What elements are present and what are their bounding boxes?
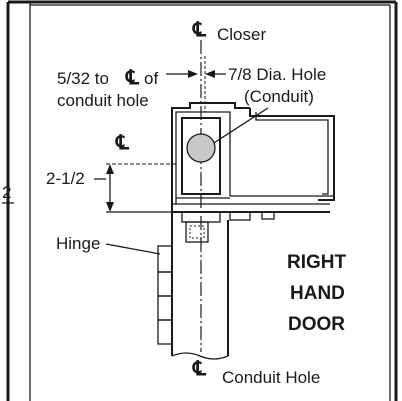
stop-tab-right bbox=[261, 211, 275, 220]
hole-leader-line bbox=[205, 107, 269, 149]
conduit-hole-circle bbox=[186, 133, 216, 163]
side-mark: 2 bbox=[2, 183, 11, 202]
stop-tab-left bbox=[229, 211, 251, 221]
conduit-hole-label: Conduit Hole bbox=[222, 368, 320, 387]
header-outer-profile bbox=[171, 102, 250, 212]
door-label-right: RIGHT bbox=[287, 252, 347, 273]
hinge-knuckle-4 bbox=[157, 319, 173, 345]
hinge-label: Hinge bbox=[56, 234, 100, 253]
offset-label-line2: conduit hole bbox=[57, 91, 149, 110]
offset-arrowhead-left bbox=[188, 70, 198, 78]
hole-label-line1: 7/8 Dia. Hole bbox=[228, 65, 326, 84]
door-leaf-break bbox=[171, 352, 229, 360]
offset-arrowhead-right bbox=[205, 70, 215, 78]
hinge-knuckle-2 bbox=[157, 271, 173, 297]
offset-label-prefix: 5/32 to bbox=[57, 69, 109, 88]
dimension-centerline-symbol: ℄ bbox=[115, 130, 130, 154]
closer-label: Closer bbox=[217, 25, 266, 44]
door-label-door: DOOR bbox=[288, 314, 345, 335]
closer-box bbox=[181, 117, 221, 195]
dimension-arrowhead-bottom bbox=[106, 202, 114, 212]
hinge-pivot-block bbox=[185, 221, 209, 243]
frame-right-profile bbox=[249, 108, 335, 201]
frame-right-inner-profile bbox=[255, 112, 329, 195]
dimension-arrowhead-top bbox=[106, 164, 114, 174]
offset-label-suffix: of bbox=[144, 69, 158, 88]
closer-centerline-symbol: ℄ bbox=[192, 17, 207, 41]
hinge-pivot-inner bbox=[189, 225, 205, 239]
offset-centerline-symbol: ℄ bbox=[125, 65, 140, 89]
hole-label-line2: (Conduit) bbox=[244, 87, 314, 106]
hinge-knuckle-3 bbox=[157, 295, 173, 321]
dimension-label: 2-1/2 bbox=[46, 169, 85, 188]
door-label-hand: HAND bbox=[290, 283, 345, 304]
header-inner-profile bbox=[175, 111, 231, 204]
hinge-leader-line bbox=[105, 243, 161, 255]
hinge-knuckle-1 bbox=[157, 245, 173, 273]
conduit-centerline-symbol: ℄ bbox=[192, 356, 207, 380]
